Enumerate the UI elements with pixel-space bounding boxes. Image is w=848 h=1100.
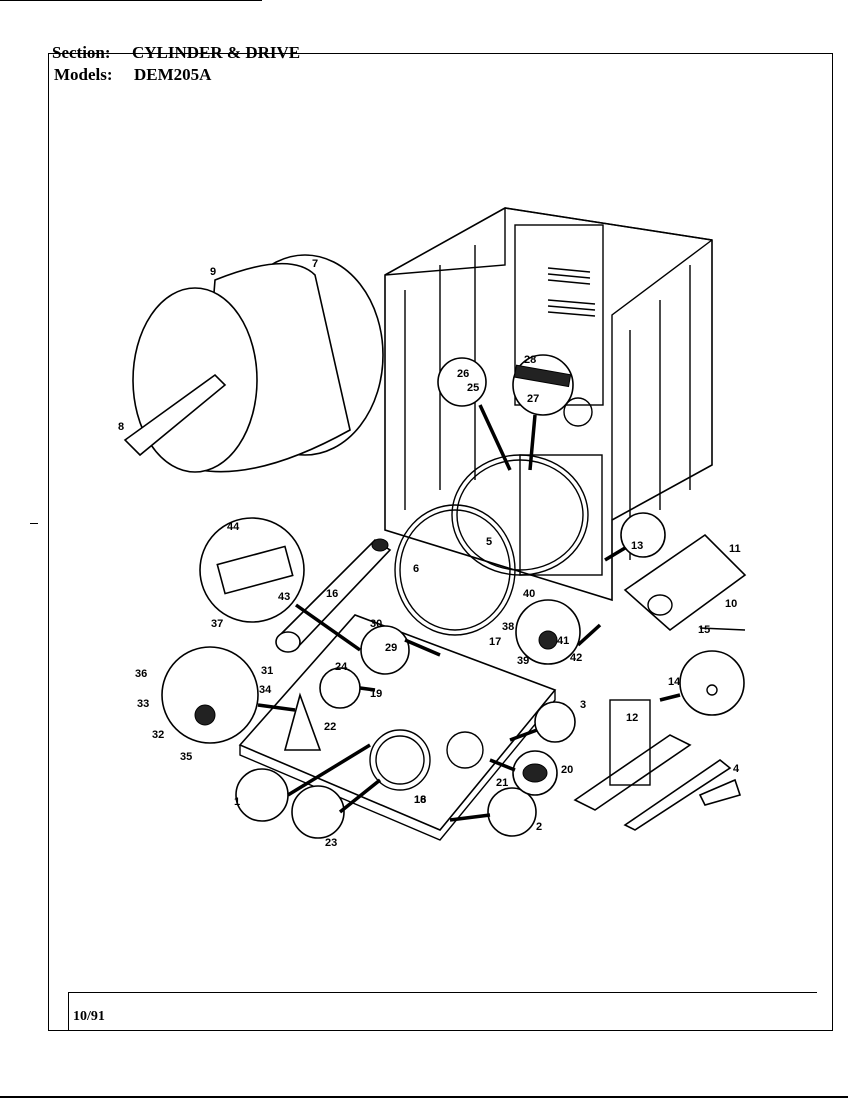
part-label: 38 [502, 621, 514, 633]
drum [123, 254, 384, 473]
callout-details [194, 364, 718, 783]
part-label: 25 [467, 382, 479, 394]
part-label: 17 [489, 636, 501, 648]
part-label: 39 [517, 655, 529, 667]
part-label: 15 [698, 624, 710, 636]
part-label: 36 [135, 668, 147, 680]
part-label: 28 [524, 354, 536, 366]
part-label: 43 [278, 591, 290, 603]
section-header: Section: CYLINDER & DRIVE [52, 44, 300, 61]
part-label: 19 [370, 688, 382, 700]
part-label: 14 [668, 676, 681, 688]
part-label: 31 [261, 665, 273, 677]
section-label: Section: [52, 43, 111, 62]
part-label: 20 [561, 764, 573, 776]
part-label: 1 [234, 796, 240, 808]
part-label: 44 [227, 521, 240, 533]
models-value: DEM205A [134, 65, 212, 84]
margin-mark [30, 523, 38, 524]
part-label: 21 [496, 777, 508, 789]
callout-circles [161, 354, 745, 839]
drum-seals [394, 454, 589, 636]
motor [623, 533, 747, 632]
part-label: 6 [413, 563, 419, 575]
part-label: 13 [631, 540, 643, 552]
part-label: 26 [457, 368, 469, 380]
part-label: 3 [580, 699, 586, 711]
part-label: 27 [527, 393, 539, 405]
section-value: CYLINDER & DRIVE [132, 43, 301, 62]
part-label: 7 [312, 258, 318, 270]
exhaust-duct [275, 538, 392, 653]
part-label: 4 [733, 763, 740, 775]
idler-bracket [573, 699, 742, 831]
models-label: Models: [54, 65, 113, 84]
part-label: 32 [152, 729, 164, 741]
part-label: 8 [118, 421, 124, 433]
part-label: 34 [259, 684, 272, 696]
part-label: 2 [536, 821, 542, 833]
part-label: 42 [570, 652, 582, 664]
top-rule [0, 0, 262, 1]
part-label: 30 [370, 618, 382, 630]
part-label: 33 [137, 698, 149, 710]
leader-lines [257, 404, 681, 822]
part-label: 16 [414, 794, 426, 806]
part-label: 35 [180, 751, 192, 763]
part-label: 18 [414, 794, 426, 806]
part-label: 41 [557, 635, 569, 647]
part-label: 22 [324, 721, 336, 733]
part-label: 16 [326, 588, 338, 600]
part-label: 24 [335, 661, 348, 673]
part-label: 29 [385, 642, 397, 654]
models-header: Models: DEM205A [54, 66, 211, 83]
footer-date: 10/91 [73, 1009, 105, 1024]
bottom-rule [0, 1096, 848, 1098]
part-labels: 1 2 3 4 5 6 7 8 9 10 11 12 13 14 15 16 1… [118, 258, 741, 849]
part-label: 37 [211, 618, 223, 630]
part-label: 9 [210, 266, 216, 278]
footer: 10/91 [68, 992, 817, 1031]
part-label: 12 [626, 712, 638, 724]
part-label: 40 [523, 588, 535, 600]
part-label: 5 [486, 536, 492, 548]
diagram-frame [48, 53, 833, 1031]
part-label: 11 [729, 543, 741, 555]
part-label: 23 [325, 837, 337, 849]
part-label: 10 [725, 598, 737, 610]
